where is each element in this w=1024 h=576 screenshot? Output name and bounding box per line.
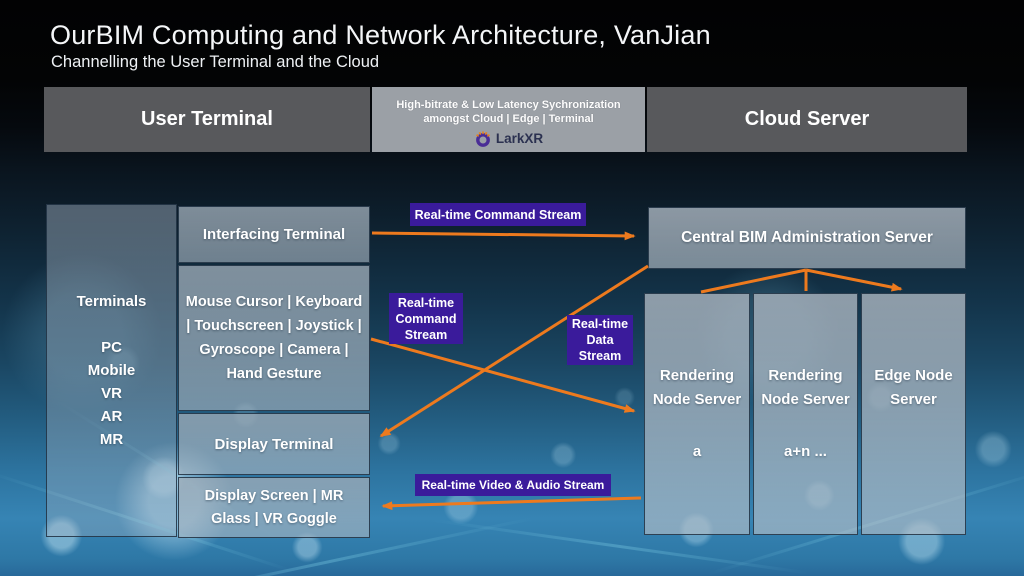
display-terminal-label: Display Terminal — [214, 435, 334, 453]
terminals-title: Terminals — [76, 293, 147, 310]
interfacing-terminal-box: Interfacing Terminal — [178, 206, 370, 263]
rendering-node-an-title: Rendering Node Server — [761, 367, 850, 408]
sync-line-1: High-bitrate & Low Latency Sychronizatio… — [396, 98, 621, 111]
header-user-terminal: User Terminal — [44, 87, 370, 152]
display-devices-label: Display Screen | MR Glass | VR Goggle — [204, 487, 344, 527]
terminal-item-ar: AR — [100, 408, 123, 425]
rendering-node-an-sub: a+n ... — [784, 443, 827, 460]
page-subtitle: Channelling the User Terminal and the Cl… — [51, 53, 380, 71]
label-video-audio-stream: Real-time Video & Audio Stream — [415, 474, 611, 496]
larkxr-brand: LarkXR — [474, 130, 543, 148]
larkxr-brand-label: LarkXR — [495, 131, 544, 146]
terminal-item-mobile: Mobile — [87, 362, 136, 379]
terminals-panel: Terminals PC Mobile VR AR MR — [46, 204, 177, 537]
edge-node-box: Edge Node Server — [861, 293, 966, 535]
central-bim-server-box: Central BIM Administration Server — [648, 207, 966, 269]
header-cloud-server: Cloud Server — [647, 87, 967, 152]
label-command-stream-top: Real-time Command Stream — [410, 203, 586, 226]
rendering-node-a-sub: a — [692, 443, 702, 460]
larkxr-logo-icon — [475, 131, 490, 147]
page-title: OurBIM Computing and Network Architectur… — [50, 20, 711, 50]
terminal-item-pc: PC — [101, 339, 122, 356]
label-command-stream-mid: Real-time Command Stream — [389, 293, 463, 344]
rendering-node-a-box: Rendering Node Server a — [644, 293, 750, 535]
interfacing-terminal-label: Interfacing Terminal — [202, 226, 346, 243]
rendering-node-a-title: Rendering Node Server — [652, 367, 742, 408]
display-devices-box: Display Screen | MR Glass | VR Goggle — [178, 477, 370, 538]
input-devices-label: Mouse Cursor | Keyboard | Touchscreen | … — [185, 294, 363, 382]
header-sync-banner: High-bitrate & Low Latency Sychronizatio… — [372, 87, 645, 152]
header-user-terminal-label: User Terminal — [141, 108, 273, 130]
display-terminal-box: Display Terminal — [178, 413, 370, 475]
label-data-stream: Real-time Data Stream — [567, 315, 633, 365]
central-bim-server-label: Central BIM Administration Server — [681, 229, 933, 246]
rendering-node-an-box: Rendering Node Server a+n ... — [753, 293, 858, 535]
terminal-item-mr: MR — [99, 431, 124, 448]
edge-node-title: Edge Node Server — [874, 367, 953, 408]
header-cloud-server-label: Cloud Server — [744, 108, 870, 130]
sync-line-2: amongst Cloud | Edge | Terminal — [423, 112, 594, 125]
terminal-item-vr: VR — [101, 385, 122, 402]
input-devices-box: Mouse Cursor | Keyboard | Touchscreen | … — [178, 265, 370, 411]
